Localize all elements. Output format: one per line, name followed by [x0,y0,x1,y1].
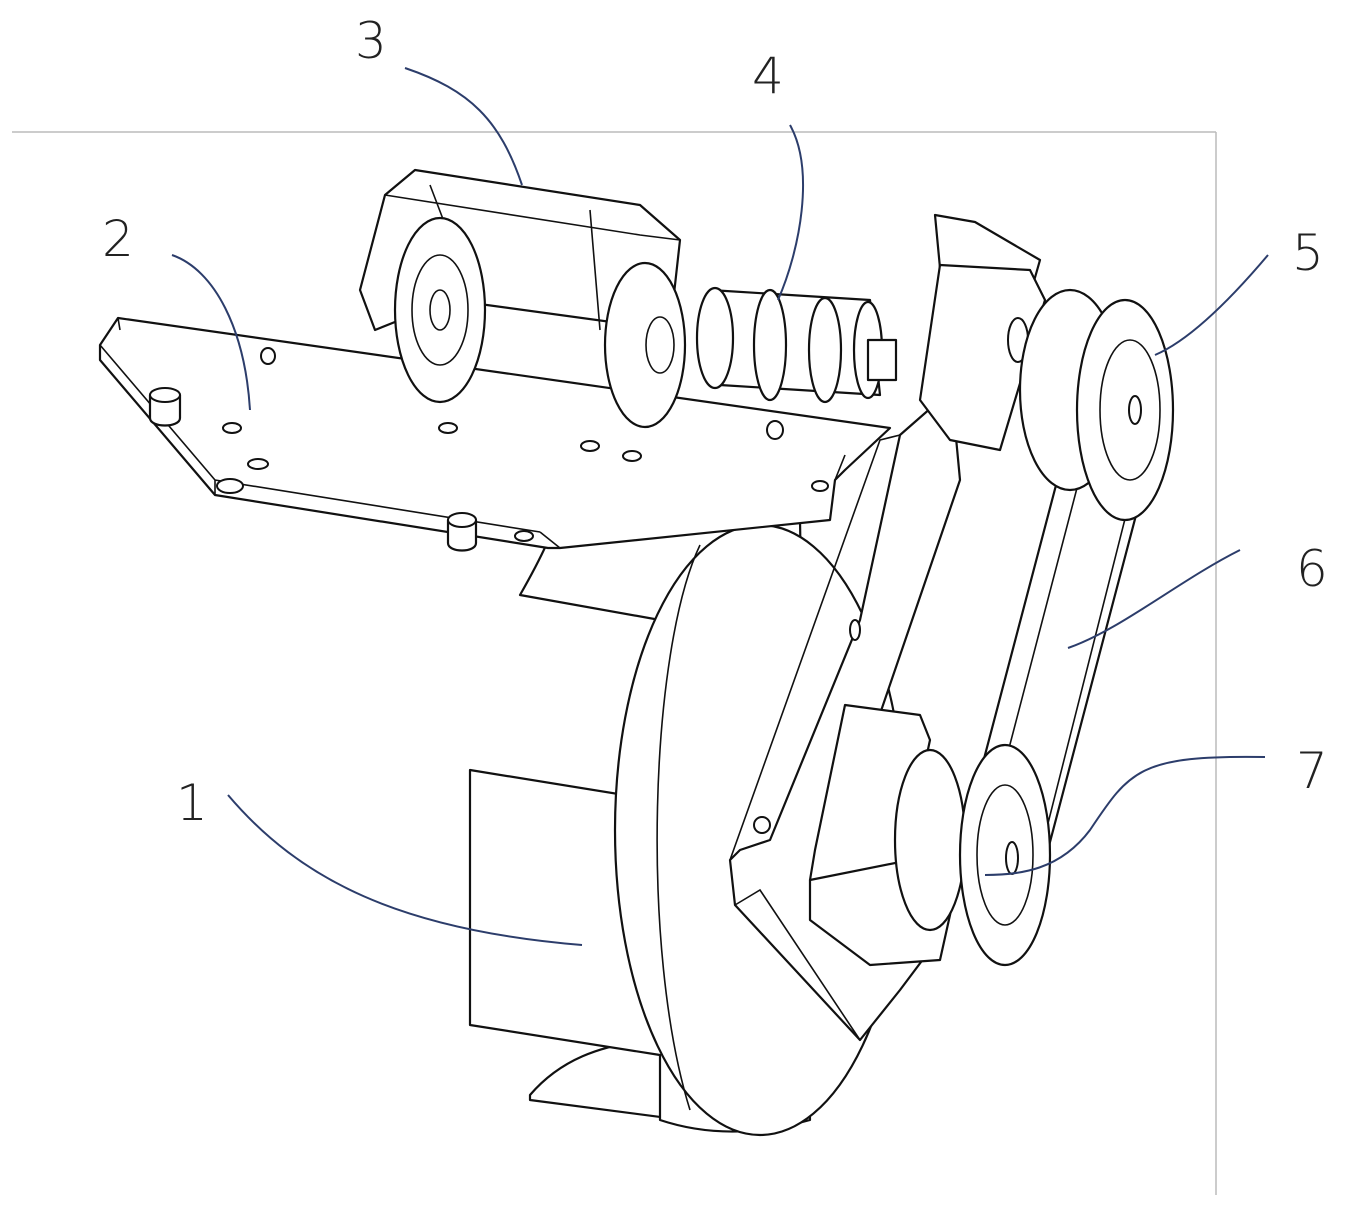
leader-5 [1155,255,1268,355]
label-3: 3 [355,12,387,70]
label-7: 7 [1296,742,1328,800]
coupling [697,288,896,402]
label-2: 2 [102,210,134,268]
upper-pulley [1020,290,1173,520]
label-1: 1 [176,774,208,832]
leader-4 [778,125,803,300]
label-5: 5 [1292,224,1324,282]
label-4: 4 [752,47,784,105]
label-6: 6 [1296,540,1328,598]
leader-3 [405,68,522,185]
